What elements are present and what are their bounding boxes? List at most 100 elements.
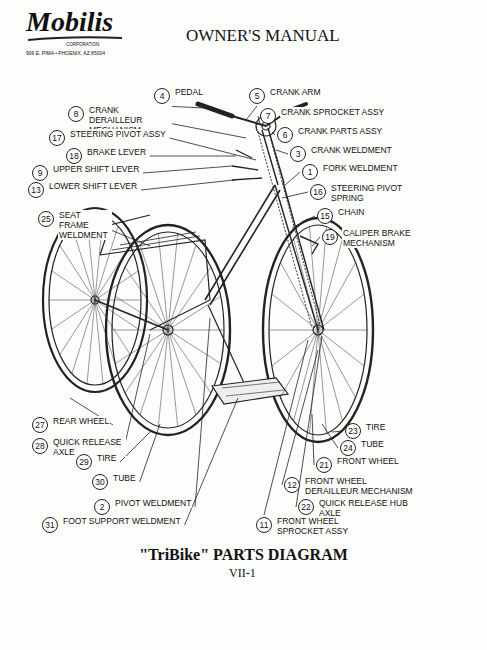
part-name: FRONT WHEEL [336,456,400,466]
part-name: FORK WELDMENT [322,163,399,173]
leader-line [195,318,210,507]
callout-circle: 17STEERING PIVOT ASSY [49,130,65,146]
callout-number: 19 [323,230,337,244]
wheel-spoke [115,296,168,330]
wheel-spoke [95,245,130,300]
part-name: REAR WHEEL [52,416,110,426]
part-name: FRONT WHEEL DERAILLEUR MECHANISM [304,476,418,496]
leader-line [312,237,320,246]
callout-circle: 13LOWER SHIFT LEVER [28,182,44,198]
part-name: CRANK PARTS ASSY [297,126,383,136]
callout-circle: 5CRANK ARM [249,88,265,104]
wheel-spoke [115,330,168,364]
callout-number: 11 [257,518,271,532]
callout-number: 22 [299,500,313,514]
callout-circle: 29TIRE [76,454,92,470]
leader-line [185,398,238,525]
wheel-spoke [309,227,318,330]
part-name: TUBE [112,473,137,483]
part-name: FRONT WHEEL SPROCKET ASSY [276,516,374,536]
leader-line [170,138,256,160]
wheel-spoke [95,271,138,300]
callout-number: 2 [95,500,109,514]
company-address: 906 E. PIMA • PHOENIX, AZ 85004 [26,50,105,56]
logo-wordmark: Mobilis [26,6,113,38]
wheel-spoke [318,263,356,330]
callout-circle: 3CRANK WELDMENT [290,146,306,162]
wheel-spoke [318,294,364,330]
callout-circle: 31FOOT SUPPORT WELDMENT [42,517,58,533]
callout-number: 21 [317,458,331,472]
callout-number: 28 [33,439,47,453]
callout-circle: 30TUBE [92,474,108,490]
wheel-spoke [60,300,95,355]
part-name: CHAIN [337,207,365,217]
part-name: QUICK RELEASE HUB AXLE [318,498,416,518]
wheel-spoke [168,330,221,364]
callout-number: 3 [291,147,305,161]
logo-subtitle: CORPORATION [66,42,99,47]
wheel-spoke [318,330,356,397]
wheel-spoke [318,239,343,330]
wheel-spoke [72,300,95,374]
callout-number: 5 [250,89,264,103]
part-name: CRANK WELDMENT [310,145,393,155]
callout-circle: 19CALIPER BRAKE MECHANISM [322,229,338,245]
leader-line [246,106,257,120]
callout-circle: 16STEERING PIVOT SPRING [310,184,326,200]
callout-number: 4 [155,89,169,103]
leader-line [292,216,315,228]
wheel-spoke [168,330,224,331]
page-number: VII-1 [229,566,256,581]
callout-circle: 7CRANK SPROCKET ASSY [260,108,276,124]
wheel-spoke [95,300,130,355]
wheel-spoke [158,233,168,330]
leader-line [264,340,308,515]
part-name: STEERING PIVOT SPRING [330,183,416,203]
callout-circle: 15CHAIN [317,208,333,224]
callout-circle: 8CRANK DERAILLEUR MECHANISM [68,106,84,122]
callout-circle: 22QUICK RELEASE HUB AXLE [298,499,314,515]
header-title: OWNER'S MANUAL [186,26,340,46]
leader-line [140,424,160,482]
wheel-spoke [168,267,211,330]
callout-number: 31 [43,518,57,532]
leader-line [282,192,308,198]
callout-circle: 2PIVOT WELDMENT [94,499,110,515]
leader-line [143,166,232,173]
callout-circle: 23TIRE [345,423,361,439]
callout-number: 23 [346,424,360,438]
wheel-spoke [125,267,168,330]
wheel-spoke [272,294,318,330]
callout-circle: 27REAR WHEEL [32,417,48,433]
wheel-spoke [280,263,318,330]
wheel-spoke [140,330,168,415]
callout-number: 29 [77,455,91,469]
callout-number: 12 [285,478,299,492]
part-name: TIRE [365,422,386,432]
wheel-spoke [168,330,178,427]
callout-number: 16 [311,185,325,199]
callout-number: 1 [303,165,317,179]
callout-circle: 28QUICK RELEASE AXLE [32,438,48,454]
callout-number: 27 [33,418,47,432]
leader-line [272,132,275,135]
callout-number: 30 [93,475,107,489]
leader-line [125,334,151,446]
callout-circle: 25SEAT FRAME WELDMENT [38,211,54,227]
callout-number: 9 [33,166,47,180]
part-name: UPPER SHIFT LEVER [52,164,140,174]
part-name: LOWER SHIFT LEVER [48,181,138,191]
wheel-spoke [269,330,318,331]
callout-circle: 9UPPER SHIFT LEVER [32,165,48,181]
callout-circle: 12FRONT WHEEL DERAILLEUR MECHANISM [284,477,300,493]
leader-line [312,414,314,465]
leader-line [332,431,343,432]
wheel-spoke [49,300,95,301]
part-name: SEAT FRAME WELDMENT [58,210,112,240]
part-name: CRANK ARM [269,87,322,97]
callout-number: 25 [39,212,53,226]
callout-number: 8 [69,107,83,121]
wheel-spoke [294,330,319,421]
leader-line [284,172,300,186]
